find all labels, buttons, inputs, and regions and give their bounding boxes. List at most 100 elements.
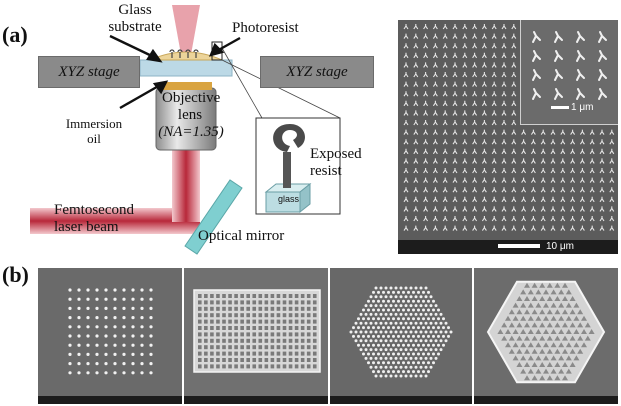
woodpile-hole xyxy=(288,358,293,362)
array-element xyxy=(579,216,585,222)
hex-dot xyxy=(439,321,443,325)
array-element xyxy=(609,158,615,164)
array-element xyxy=(511,43,517,49)
woodpile-hole xyxy=(210,319,214,324)
array-element xyxy=(481,33,487,39)
array-element xyxy=(442,139,448,145)
hex-dot xyxy=(397,326,400,330)
array-element xyxy=(540,158,546,164)
array-element xyxy=(452,148,458,155)
woodpile-hole xyxy=(204,351,208,356)
array-element xyxy=(432,33,438,39)
woodpile-hole xyxy=(228,300,232,305)
dot-element xyxy=(131,316,135,320)
array-element xyxy=(570,216,576,222)
hex-dot xyxy=(419,356,423,360)
hex-lattice-hole xyxy=(550,355,557,361)
hex-dot xyxy=(379,365,383,369)
array-element xyxy=(413,52,419,59)
array-element xyxy=(452,110,458,116)
hex-lattice-hole xyxy=(573,329,580,334)
hex-lattice-hole xyxy=(554,282,561,288)
dot-element xyxy=(113,352,117,356)
hex-dot xyxy=(394,321,398,325)
array-element xyxy=(432,196,438,203)
hex-dot xyxy=(354,321,358,325)
array-element xyxy=(403,62,409,68)
woodpile-hole xyxy=(300,351,305,356)
hex-dot xyxy=(392,299,395,303)
woodpile-hole xyxy=(204,294,208,298)
hex-dot xyxy=(372,343,375,347)
array-element xyxy=(423,52,429,59)
hex-dot xyxy=(429,304,433,308)
dot-element xyxy=(149,306,153,310)
array-element xyxy=(511,52,517,59)
dot-element xyxy=(95,362,99,366)
hex-dot xyxy=(419,312,423,316)
dot-element xyxy=(104,371,108,375)
hex-dot xyxy=(424,348,428,352)
hex-lattice-hole xyxy=(524,322,530,328)
array-element xyxy=(491,62,497,68)
hex-dot xyxy=(412,317,415,321)
woodpile-hole xyxy=(264,326,269,330)
hex-lattice-hole xyxy=(562,348,568,354)
hex-dot xyxy=(377,343,380,347)
array-element xyxy=(501,187,507,193)
dot-element xyxy=(86,306,90,310)
woodpile-hole xyxy=(288,326,293,330)
hex-lattice-hole xyxy=(562,375,568,381)
array-element xyxy=(462,177,468,183)
array-element xyxy=(540,206,546,212)
woodpile-hole xyxy=(264,294,269,298)
hex-dot xyxy=(432,352,435,356)
hex-dot xyxy=(397,343,400,347)
dot-element xyxy=(68,297,72,301)
hex-dot xyxy=(389,312,393,316)
hex-lattice-hole xyxy=(546,348,553,354)
hex-lattice-hole xyxy=(584,335,591,341)
hex-dot xyxy=(442,317,445,321)
array-element xyxy=(560,206,566,212)
array-element xyxy=(452,33,458,39)
hex-lattice-hole xyxy=(558,289,565,295)
hex-dot xyxy=(397,299,400,303)
array-element xyxy=(442,100,448,107)
array-element xyxy=(413,225,419,231)
array-element xyxy=(511,100,517,107)
array-element xyxy=(481,91,487,97)
hex-dot xyxy=(374,304,378,308)
hex-lattice-hole xyxy=(524,282,530,288)
woodpile-hole xyxy=(222,319,226,324)
hex-dot xyxy=(394,312,398,316)
array-element xyxy=(481,81,487,87)
dot-element xyxy=(140,325,144,329)
array-element xyxy=(501,24,507,30)
woodpile-hole xyxy=(258,332,263,337)
hex-dot xyxy=(382,361,385,365)
array-element xyxy=(481,187,487,193)
array-element xyxy=(530,177,536,183)
hex-lattice-hole xyxy=(535,315,542,321)
array-element xyxy=(403,129,409,135)
array-element xyxy=(403,196,409,203)
array-element xyxy=(511,225,517,231)
hex-lattice-hole xyxy=(546,375,553,381)
woodpile-hole xyxy=(288,332,293,337)
hex-dot xyxy=(354,330,358,334)
hex-dot xyxy=(399,330,403,334)
woodpile-hole xyxy=(288,338,293,343)
hex-dot xyxy=(434,330,438,334)
array-element xyxy=(599,139,605,145)
hex-dot xyxy=(362,308,365,312)
dot-element xyxy=(86,316,90,320)
woodpile-hole xyxy=(270,351,275,356)
array-element xyxy=(540,196,546,203)
woodpile-hole xyxy=(270,294,275,298)
woodpile-hole xyxy=(246,294,250,298)
woodpile-hole xyxy=(294,364,299,369)
woodpile-hole xyxy=(276,300,281,305)
array-element xyxy=(589,206,595,212)
